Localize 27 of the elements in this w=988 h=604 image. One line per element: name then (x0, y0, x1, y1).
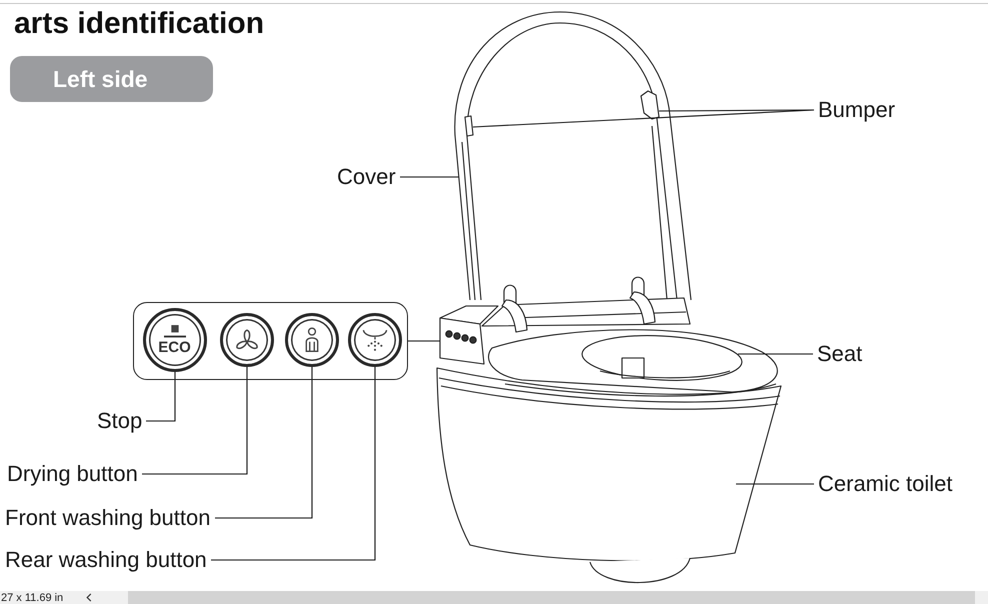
part-label: Bumper (818, 98, 896, 122)
leader-line (736, 483, 814, 485)
page-title: arts identification (14, 7, 264, 41)
leader-line (146, 372, 176, 422)
leader-line (738, 353, 813, 355)
lid-bumper (640, 90, 660, 120)
part-label: Front washing button (5, 506, 211, 530)
part-label: Rear washing button (5, 548, 207, 572)
leader-line (215, 367, 313, 519)
side-control-housing (439, 305, 499, 365)
page-size-label: 27 x 11.69 in (1, 592, 64, 604)
eco-button: ECO (142, 308, 206, 372)
leader-line (211, 367, 376, 561)
section-label-tag: Left side (10, 56, 213, 102)
toilet-seat (481, 276, 778, 397)
leader-line (400, 176, 459, 178)
part-label: Ceramic toilet (818, 472, 952, 496)
leader-line (472, 109, 814, 128)
lid-bumper (464, 115, 474, 137)
part-label: Cover (337, 165, 396, 189)
part-label: Seat (817, 342, 862, 366)
leader-line (408, 340, 440, 342)
control-panel (133, 302, 408, 380)
part-label: Drying button (7, 462, 138, 486)
toilet-bowl (436, 367, 782, 584)
part-label: Stop (97, 409, 142, 433)
leader-line (142, 367, 248, 475)
